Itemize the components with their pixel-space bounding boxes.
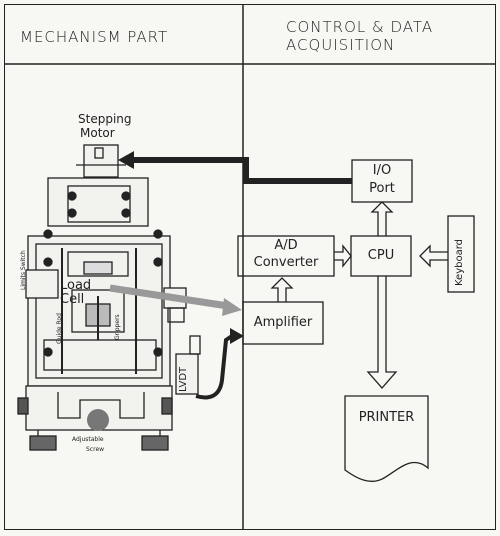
motor-control-line <box>132 157 352 184</box>
adjustable-screw-label-2: Screw <box>86 446 105 453</box>
keyboard-to-cpu-arrow <box>419 244 448 268</box>
right-foot <box>141 435 169 451</box>
mechanism-drawing <box>17 144 201 451</box>
diagram-frame <box>4 4 496 530</box>
printer-label: PRINTER <box>358 410 415 425</box>
ad-to-cpu-arrow <box>334 244 352 268</box>
load-cell-signal <box>109 284 229 310</box>
printer-shape <box>344 395 429 482</box>
load-cell-label-1: Load <box>60 278 92 293</box>
adjustable-screw-knob <box>87 409 109 431</box>
cpu-to-printer-arrow <box>366 276 398 389</box>
amplifier-label: Amplifier <box>253 315 313 330</box>
cpu-to-io-arrow <box>370 201 394 236</box>
lvdt-label: LVDT <box>178 366 189 392</box>
top-plate <box>67 185 131 223</box>
io-port-label-1: I/O <box>372 163 392 178</box>
stepping-motor-label-1: Stepping <box>78 112 132 126</box>
amplifier-box <box>242 301 324 345</box>
mechanism-part-header: MECHANISM PART <box>20 28 169 46</box>
adjustable-screw-label-1: Adjustable <box>72 436 104 443</box>
lvdt-signal <box>195 334 234 400</box>
control-header-line2: ACQUISITION <box>286 36 396 54</box>
ad-converter-label-2: Converter <box>253 255 319 270</box>
io-port-label-2: Port <box>369 181 395 196</box>
grippers-label: Grippers <box>114 314 121 340</box>
control-boxes <box>237 159 475 482</box>
stepping-motor-label-2: Motor <box>80 126 115 140</box>
keyboard-label: Keyboard <box>454 238 465 286</box>
base-frame <box>25 385 173 431</box>
top-crosshead <box>47 177 149 227</box>
motor-arrow-head <box>118 151 134 169</box>
lvdt-body <box>175 353 199 395</box>
load-cell-label-2: Cell <box>60 292 85 307</box>
left-foot <box>29 435 57 451</box>
ad-converter-box <box>237 235 335 277</box>
amp-to-ad-arrow <box>270 277 294 302</box>
stepping-motor-body <box>83 144 119 178</box>
guide-rod-label: Guide Rod <box>56 313 63 344</box>
keyboard-box <box>447 215 475 293</box>
control-header-line1: CONTROL & DATA <box>286 18 434 36</box>
limits-switch-label: Limits Switch <box>20 250 27 290</box>
motor-shaft <box>94 147 104 159</box>
cpu-label: CPU <box>367 248 395 263</box>
ad-converter-label-1: A/D <box>274 238 298 253</box>
arrows <box>109 151 448 400</box>
